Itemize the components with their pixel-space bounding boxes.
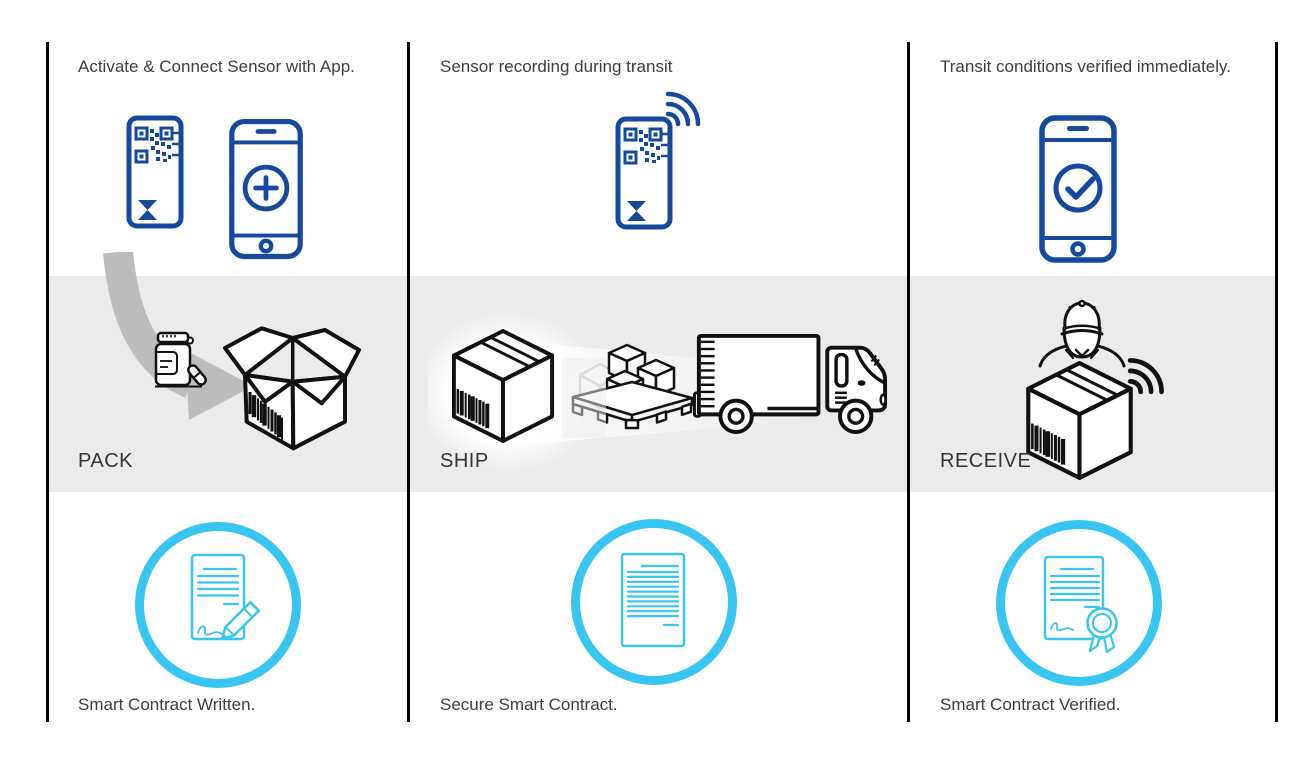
delivery-truck-icon [693, 334, 888, 434]
column-divider [907, 42, 910, 722]
column-divider [407, 42, 410, 722]
column-divider [46, 42, 49, 722]
top-caption-pack: Activate & Connect Sensor with App. [78, 57, 355, 76]
stage-label-receive: RECEIVE [940, 450, 1032, 472]
phone-add-icon [229, 118, 303, 260]
stage-label-pack: PACK [78, 450, 133, 472]
closed-box-barcode-icon [1023, 358, 1136, 483]
bottom-caption-receive: Smart Contract Verified. [940, 695, 1121, 714]
smart-contract-circle-pack [135, 522, 301, 688]
worker-head-icon [1038, 299, 1126, 368]
pill-bottle-icon [154, 331, 207, 388]
sensor-qr-icon [126, 115, 184, 229]
column-divider [1275, 42, 1278, 722]
closed-box-barcode-icon [449, 326, 557, 446]
phone-check-icon [1039, 115, 1117, 263]
stage-label-ship: SHIP [440, 450, 489, 472]
pallet-boxes-icon [562, 343, 693, 438]
contract-seal-icon [1043, 555, 1118, 654]
bottom-caption-pack: Smart Contract Written. [78, 695, 256, 714]
smart-contract-circle-receive [996, 520, 1162, 686]
wifi-signal-icon [1126, 350, 1172, 396]
top-caption-ship: Sensor recording during transit [440, 57, 673, 76]
sensor-qr-icon [615, 116, 673, 230]
wifi-signal-icon [664, 84, 708, 128]
bottom-caption-ship: Secure Smart Contract. [440, 695, 618, 714]
contract-document-icon [620, 552, 686, 648]
contract-signature-pencil-icon [190, 553, 261, 641]
top-caption-receive: Transit conditions verified immediately. [940, 57, 1232, 76]
smart-contract-circle-ship [571, 519, 737, 685]
open-box-barcode-icon [223, 326, 361, 451]
